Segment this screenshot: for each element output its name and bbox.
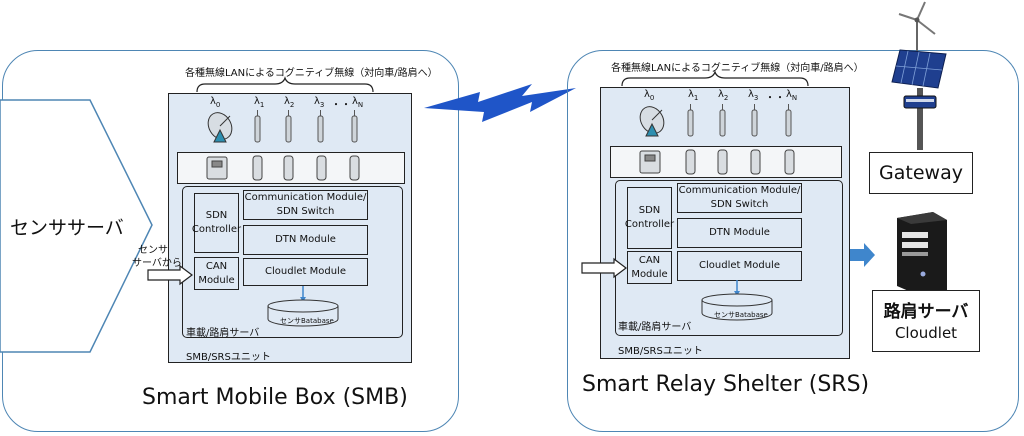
- srs-lambda-2: λ2: [718, 89, 729, 102]
- srs-lambda-1: λ1: [688, 89, 699, 102]
- srs-database-icon: [701, 280, 773, 321]
- server-tower-icon: [897, 212, 947, 292]
- radio-device-icon: [639, 149, 795, 175]
- srs-lambda-3: λ3: [748, 89, 759, 102]
- srs-container: [567, 50, 1019, 432]
- smb-can-module: CAN Module: [194, 257, 239, 290]
- smb-antennas: [207, 110, 358, 143]
- smb-radio-devices: [206, 155, 360, 181]
- srs-can-module: CAN Module: [627, 251, 672, 284]
- srs-input-arrow-icon: [581, 257, 627, 279]
- srs-server-label: 車載/路肩サーバ: [618, 322, 692, 333]
- wireless-link-bolt: [424, 84, 576, 122]
- solar-panel-icon: [891, 49, 947, 89]
- satellite-dish-icon: [207, 112, 233, 143]
- srs-lambda-0: λ0: [644, 89, 655, 102]
- srs-unit-label: SMB/SRSユニット: [618, 346, 703, 357]
- srs-cloudlet-module: Cloudlet Module: [677, 251, 802, 281]
- input-arrow-icon: [147, 264, 193, 286]
- smb-lambda-2: λ2: [284, 96, 295, 109]
- srs-lambda-n: λN: [786, 89, 798, 102]
- roadside-server-box: 路肩サーバ Cloudlet: [872, 290, 980, 352]
- gateway-label: Gateway: [879, 162, 963, 184]
- srs-comm-module: Communication Module/ SDN Switch: [677, 183, 802, 213]
- antenna-icon: [687, 104, 792, 137]
- smb-sdn-controller: SDN Controller: [192, 193, 241, 253]
- wind-turbine-icon: [898, 1, 936, 52]
- smb-unit-label: SMB/SRSユニット: [186, 352, 271, 363]
- smb-database-label: センサBatabase: [280, 317, 334, 325]
- sensor-server-label: センササーバ: [10, 217, 124, 239]
- srs-lambda-dots: ・・: [765, 93, 785, 104]
- srs-antennas: [639, 104, 792, 137]
- smb-comm-module: Communication Module/ SDN Switch: [243, 190, 368, 220]
- srs-brace: [621, 70, 809, 87]
- smb-lambda-dots: ・・: [331, 100, 351, 111]
- srs-radio-devices: [639, 149, 795, 175]
- roadside-server-sublabel: Cloudlet: [894, 324, 958, 342]
- smb-brace: [196, 76, 374, 93]
- srs-title: Smart Relay Shelter (SRS): [582, 372, 870, 397]
- srs-server-box: [615, 180, 843, 336]
- satellite-dish-icon: [639, 106, 665, 137]
- sensor-server-shape: [0, 99, 153, 353]
- srs-sdn-controller: SDN Controller: [625, 187, 674, 249]
- srs-database-label: センサBatabase: [714, 311, 768, 319]
- roadside-server-label: 路肩サーバ: [883, 302, 969, 322]
- smb-server-label: 車載/路肩サーバ: [186, 328, 260, 339]
- smb-dtn-module: DTN Module: [243, 225, 368, 255]
- gateway-box: Gateway: [869, 152, 973, 194]
- smb-lambda-1: λ1: [254, 96, 265, 109]
- smb-database-icon: [267, 286, 339, 327]
- gateway-pole-icon: [903, 88, 937, 150]
- smb-brace-label: 各種無線LANによるコグニティブ無線（対向車/路肩へ）: [185, 68, 438, 79]
- antenna-icon: [254, 110, 358, 143]
- smb-title: Smart Mobile Box (SMB): [142, 385, 408, 410]
- from-sensor-line1: センサ: [138, 245, 168, 256]
- from-sensor-line2: サーバから: [132, 258, 182, 269]
- radio-device-icon: [206, 155, 360, 181]
- srs-brace-label: 各種無線LANによるコグニティブ無線（対向車/路肩へ）: [611, 63, 864, 74]
- smb-cloudlet-module: Cloudlet Module: [243, 258, 368, 286]
- srs-dtn-module: DTN Module: [677, 218, 802, 248]
- smb-lambda-n: λN: [352, 96, 364, 109]
- smb-lambda-0: λ0: [210, 96, 221, 109]
- smb-server-box: [182, 186, 403, 338]
- to-server-arrow-icon: [850, 243, 875, 267]
- smb-lambda-3: λ3: [314, 96, 325, 109]
